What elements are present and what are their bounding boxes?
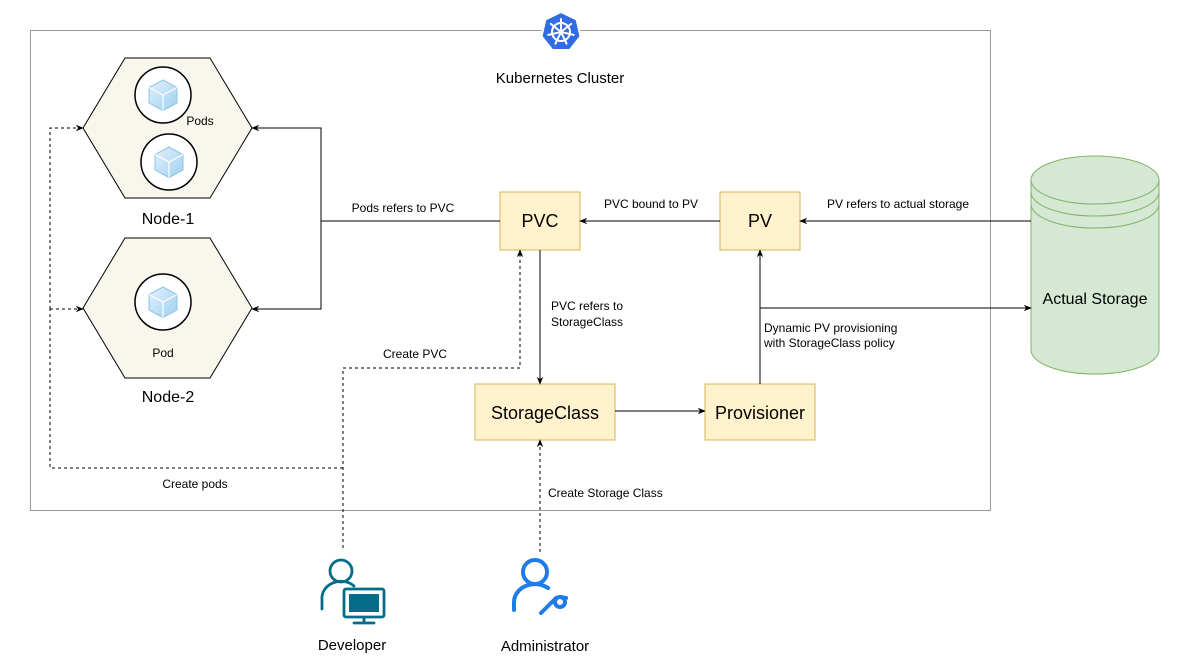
cluster-title: Kubernetes Cluster [496, 70, 624, 87]
pvc-to-node-2-arrow [251, 221, 322, 313]
create-pods-label: Create pods [162, 477, 227, 491]
pv-refers-storage-label: PV refers to actual storage [827, 197, 969, 211]
actual-storage-label: Actual Storage [1043, 291, 1148, 308]
storageclass-box [474, 383, 616, 441]
administrator-label: Administrator [501, 638, 589, 655]
kubernetes-logo-icon [540, 10, 582, 51]
actual-storage-cylinder [1030, 155, 1160, 375]
administrator-icon [512, 558, 568, 615]
node-1-pods-label: Pods [186, 114, 213, 128]
pvc-refers-sc-label-1: PVC refers to [551, 299, 623, 313]
pod-icon [134, 273, 192, 331]
create-storage-class-label: Create Storage Class [548, 486, 663, 500]
developer-label: Developer [318, 637, 386, 654]
create-pvc-dashed-arrow [342, 249, 524, 548]
node-2-pods-label: Pod [152, 346, 173, 360]
provisioner-label: Provisioner [715, 403, 805, 423]
dynamic-provisioning-label-1: Dynamic PV provisioning [764, 321, 897, 335]
pv-label: PV [748, 211, 772, 231]
pvc-bound-pv-label: PVC bound to PV [604, 197, 698, 211]
node-1-label: Node-1 [142, 211, 195, 228]
create-pvc-label: Create PVC [383, 347, 447, 361]
pvc-to-node-1-arrow [251, 124, 500, 222]
pod-icon [134, 66, 192, 124]
developer-icon [320, 558, 386, 625]
create-pods-dashed-line [49, 309, 343, 469]
pvc-label: PVC [521, 211, 558, 231]
pod-icon [140, 133, 198, 191]
pvc-box [499, 191, 581, 251]
node-2-label: Node-2 [142, 389, 195, 406]
pvc-refers-sc-label-2: StorageClass [551, 315, 623, 329]
pods-refers-pvc-label: Pods refers to PVC [352, 201, 455, 215]
create-pods-node-1-dashed-arrow [49, 124, 84, 309]
storageclass-label: StorageClass [491, 403, 599, 423]
dynamic-provisioning-label-2: with StorageClass policy [763, 336, 895, 350]
